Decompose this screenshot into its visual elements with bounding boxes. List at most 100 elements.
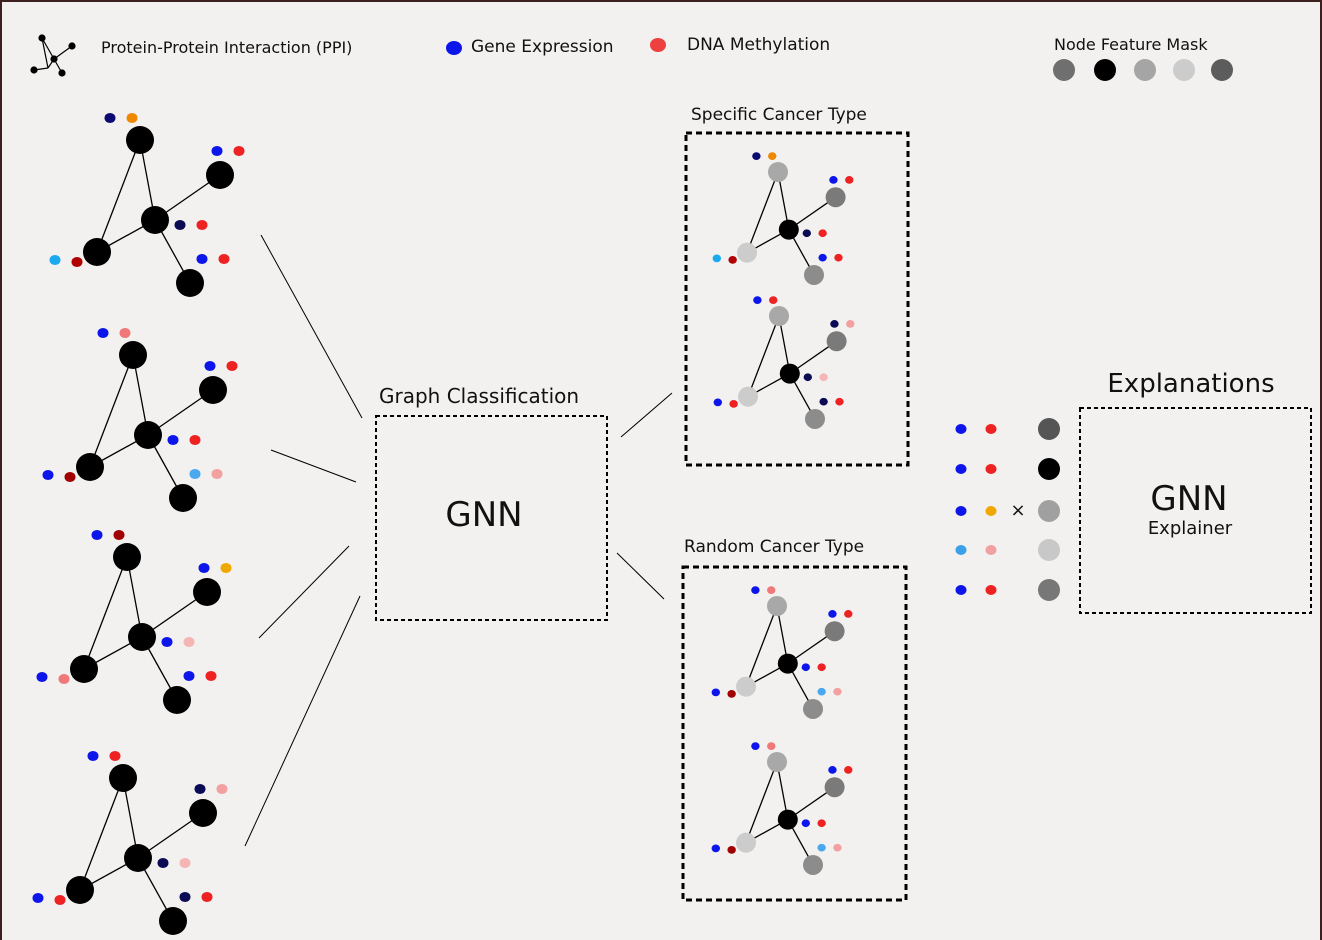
gene-expression-dot xyxy=(803,373,812,382)
graph-node xyxy=(83,238,111,266)
gene-expression-dot xyxy=(828,766,837,774)
gene-expression-dot xyxy=(189,468,201,480)
dna-methylation-dot xyxy=(835,397,844,406)
graph-node xyxy=(176,269,204,297)
dna-methylation-dot xyxy=(834,253,843,262)
dna-methylation-dot xyxy=(119,327,131,339)
dna-methylation-dot xyxy=(727,845,736,854)
node-mask-circle xyxy=(1038,500,1060,522)
ppi-graph xyxy=(32,750,228,935)
connector-line xyxy=(616,552,665,600)
graph-node xyxy=(159,907,187,935)
gene-expression-dot xyxy=(174,219,186,231)
input-connectors xyxy=(244,234,363,847)
dna-methylation-dot xyxy=(64,471,76,483)
gnn-classifier-box xyxy=(375,415,608,621)
graph-node xyxy=(206,161,234,189)
graph-node xyxy=(119,341,147,369)
graph-edge xyxy=(745,605,778,687)
gene-expression-dot xyxy=(97,327,109,339)
dna-methylation-dot xyxy=(817,663,826,672)
dna-methylation-dot xyxy=(768,152,777,161)
graph-node xyxy=(767,752,787,772)
ppi-graph xyxy=(36,529,232,714)
gene-expression-dot xyxy=(91,529,103,541)
gnn-explainer-box xyxy=(1079,407,1312,614)
graph-node xyxy=(805,408,825,429)
node-feature-mask-swatches xyxy=(1053,59,1233,81)
graph-edge xyxy=(83,556,128,670)
graph-node xyxy=(736,832,757,853)
gene-expression-dot xyxy=(753,296,762,305)
ppi-graph-icon xyxy=(30,34,76,77)
dna-methylation-dot xyxy=(220,562,232,574)
gene-expression-dot xyxy=(157,857,169,869)
ppi-graph xyxy=(713,296,855,429)
dna-methylation-dot xyxy=(767,586,776,595)
gene-expression-dot xyxy=(712,254,721,263)
specific-cancer-graphs xyxy=(712,152,855,429)
graph-edge xyxy=(746,171,779,253)
dna-methylation-legend-dot xyxy=(650,38,666,52)
gene-expression-dot xyxy=(829,176,838,184)
ppi-graph xyxy=(711,742,853,875)
dna-methylation-dot xyxy=(985,424,997,434)
gene-expression-legend-label: Gene Expression xyxy=(471,37,614,57)
mask-swatch xyxy=(1094,59,1116,81)
graph-node xyxy=(804,264,824,285)
gene-expression-dot xyxy=(955,424,967,434)
graph-node xyxy=(738,386,759,407)
graph-node xyxy=(134,421,162,449)
dna-methylation-dot xyxy=(126,112,138,124)
gene-expression-dot xyxy=(194,783,206,795)
dna-methylation-legend-label: DNA Methylation xyxy=(687,35,830,55)
dna-methylation-dot xyxy=(817,819,826,828)
gene-expression-legend-dot xyxy=(446,41,462,55)
gene-expression-dot xyxy=(36,671,48,683)
graph-node xyxy=(169,484,197,512)
graph-node xyxy=(109,764,137,792)
connector-line xyxy=(260,234,363,419)
gene-expression-dot xyxy=(711,844,720,853)
gene-expression-dot xyxy=(161,636,173,648)
gnn-label: GNN xyxy=(445,495,522,535)
graph-edge xyxy=(96,139,141,253)
explanations-title: Explanations xyxy=(1107,369,1274,399)
dna-methylation-dot xyxy=(113,529,125,541)
random-cancer-type-box xyxy=(681,565,908,902)
connector-line xyxy=(270,449,357,483)
dna-methylation-dot xyxy=(845,176,854,184)
dna-methylation-dot xyxy=(54,894,66,906)
graph-edge xyxy=(747,315,780,397)
gene-expression-dot xyxy=(87,750,99,762)
dna-methylation-dot xyxy=(71,256,83,268)
graph-node xyxy=(777,653,798,674)
node-mask-circle xyxy=(1038,458,1060,480)
dna-methylation-dot xyxy=(985,585,997,595)
connector-line xyxy=(258,545,350,639)
node-mask-circle xyxy=(1038,539,1060,561)
gene-expression-dot xyxy=(104,112,116,124)
gene-expression-dot xyxy=(955,545,967,555)
graph-node xyxy=(163,686,191,714)
graph-node xyxy=(189,799,217,827)
graph-node xyxy=(70,655,98,683)
input-graphs xyxy=(32,112,245,935)
mask-swatch xyxy=(1134,59,1156,81)
graph-node xyxy=(128,623,156,651)
graph-node xyxy=(803,854,823,875)
dna-methylation-dot xyxy=(201,891,213,903)
gene-expression-dot xyxy=(801,819,810,828)
gene-expression-dot xyxy=(818,253,827,262)
gene-expression-dot xyxy=(828,610,837,618)
gene-expression-dot xyxy=(830,320,839,328)
graph-node xyxy=(193,578,221,606)
gene-expression-dot xyxy=(819,397,828,406)
dna-methylation-dot xyxy=(818,229,827,238)
gene-expression-dot xyxy=(801,663,810,672)
dna-methylation-dot xyxy=(844,766,853,774)
dna-methylation-dot xyxy=(109,750,121,762)
graph-edge xyxy=(745,761,778,843)
dna-methylation-dot xyxy=(819,373,828,382)
